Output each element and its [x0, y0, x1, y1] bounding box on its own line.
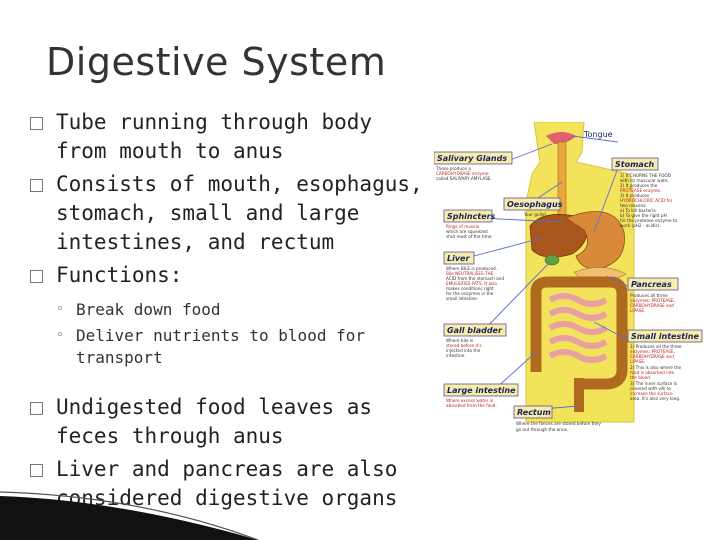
oesophagus-note-line: Your gullet.: [523, 212, 547, 217]
rectum-label: Rectum: [517, 408, 551, 417]
bullet-line: Deliver nutrients to blood for: [76, 326, 365, 345]
rectum-note-line: go out through the anus.: [516, 427, 568, 432]
decorative-swoosh: [0, 491, 259, 540]
bullet-line: feces through anus: [56, 424, 284, 448]
gall-bladder-label: Gall bladder: [447, 326, 503, 335]
stomach-note-line: 3) It produces: [620, 193, 649, 198]
bullet-item: Tube running through body from mouth to …: [30, 108, 440, 166]
hollow-square-icon: [30, 270, 43, 283]
hollow-square-icon: [30, 402, 43, 415]
salivary-note-line: CARBOHYDRASE enzyme: [436, 171, 489, 176]
salivary-glands-label: Salivary Glands: [437, 154, 507, 163]
small-note-line: food is absorbed into: [630, 370, 675, 375]
hollow-square-icon: [30, 464, 43, 477]
small-note-line: covered with villi to: [630, 386, 671, 391]
small-note-line: 1) Produces all the three: [630, 344, 682, 349]
liver-note-line: ACID from the stomach and: [446, 276, 504, 281]
gall-note-line: injected into the: [446, 348, 481, 353]
bullet-item: Undigested food leaves as feces through …: [30, 393, 440, 451]
bullet-list: Tube running through body from mouth to …: [30, 108, 440, 513]
bullet-item: Functions:: [30, 261, 440, 290]
stomach-note-line: work (pH2 - acidic).: [620, 223, 661, 228]
small-intestine-label: Small intestine: [631, 332, 699, 341]
large-intestine-shape: [530, 276, 628, 390]
pancreas-note-line: LIPASE.: [630, 308, 645, 313]
bullet-line: intestines, and rectum: [56, 230, 335, 254]
bullet-line: Consists of mouth, esophagus,: [56, 172, 423, 196]
tongue-label: Tongue: [583, 130, 613, 139]
gall-note-line: stored before it's: [446, 343, 482, 348]
stomach-note-line: 2) It produces the: [620, 183, 658, 188]
small-note-line: the blood.: [630, 375, 651, 380]
pancreas-note-line: enzymes: PROTEASE,: [630, 298, 675, 303]
stomach-note-line: with its muscular walls.: [620, 178, 669, 183]
stomach-note-line: 1) It CHURNS THE FOOD: [620, 173, 671, 178]
small-intestine-shape: [548, 293, 608, 363]
bullet-line: from mouth to anus: [56, 139, 284, 163]
bullet-line: Undigested food leaves as: [56, 395, 373, 419]
salivary-note-line: These produce a: [435, 166, 471, 171]
liver-note-line: Bile NEUTRALISES THE: [446, 271, 494, 276]
sub-bullet-item: ◦ Break down food: [30, 299, 440, 321]
pancreas-note-line: Produces all three: [630, 293, 668, 298]
rectum-shape: [574, 378, 584, 412]
small-note-line: area. It's also very long.: [630, 396, 680, 401]
liver-note-line: for the enzymes in the: [446, 291, 494, 296]
liver-note-line: makes conditions right: [446, 286, 494, 291]
bullet-item: Consists of mouth, esophagus, stomach, s…: [30, 170, 440, 257]
bullet-line: Break down food: [76, 300, 221, 319]
sphincters-note-line: shut most of the time.: [446, 234, 493, 239]
small-note-line: CARBOHYDRASE and: [630, 354, 674, 359]
gall-note-line: intestine.: [446, 353, 466, 358]
small-note-line: 2) This is also where the: [630, 365, 681, 370]
tongue-shape: [546, 132, 576, 144]
sub-bullet-item: ◦ Deliver nutrients to blood for transpo…: [30, 325, 440, 369]
oesophagus-label: Oesophagus: [507, 200, 563, 209]
small-note-line: increase the surface: [630, 391, 673, 396]
large-intestine-label: Large intestine: [447, 386, 516, 395]
liver-note-line: Where BILE is produced.: [446, 266, 497, 271]
hollow-circle-icon: ◦: [56, 302, 64, 317]
rectum-note-line: Where the faeces are stored before they: [516, 421, 601, 426]
bullet-line: stomach, small and large: [56, 201, 360, 225]
small-note-line: enzymes: PROTEASE,: [630, 349, 675, 354]
hollow-circle-icon: ◦: [56, 328, 64, 343]
salivary-note-line: called SALIVARY AMYLASE.: [436, 176, 492, 181]
large-note-line: Where excess water is: [446, 398, 493, 403]
gall-bladder-shape: [544, 254, 560, 266]
bullet-line: considered digestive organs: [56, 486, 398, 510]
bullet-line: Liver and pancreas are also: [56, 457, 398, 481]
bullet-line: transport: [76, 348, 163, 367]
sphincters-note-line: which are squeezed: [446, 229, 488, 234]
stomach-note-line: two reasons:: [620, 203, 647, 208]
small-note-line: LIPASE.: [630, 359, 645, 364]
digestive-system-diagram: Tongue Salivary Glands These produce a C…: [434, 122, 703, 432]
sphincters-note-line: Rings of muscle: [446, 224, 480, 229]
stomach-label: Stomach: [615, 160, 655, 169]
stomach-note-line: b) To give the right pH: [620, 213, 667, 218]
small-note-line: 3) The inner surface is: [630, 381, 677, 386]
liver-note-line: EMULSIFIES FATS. It also: [446, 281, 497, 286]
large-note-line: absorbed from the food.: [446, 403, 497, 408]
sphincters-label: Sphincters: [447, 212, 496, 221]
gall-note-line: Where bile is: [446, 338, 473, 343]
stomach-note-line: for the protease enzyme to: [620, 218, 678, 223]
stomach-note-line: PROTEASE enzyme.: [620, 188, 661, 193]
liver-label: Liver: [447, 254, 470, 263]
stomach-note-line: a) To kill bacteria: [620, 208, 656, 213]
pancreas-label: Pancreas: [631, 280, 672, 289]
stomach-note-line: HYDROCHLORIC ACID for: [620, 198, 673, 203]
liver-shape: [529, 214, 588, 258]
bullet-item: Liver and pancreas are also considered d…: [30, 455, 440, 513]
hollow-square-icon: [30, 117, 43, 130]
pancreas-note-line: CARBOHYDRASE and: [630, 303, 674, 308]
hollow-square-icon: [30, 179, 43, 192]
bullet-line: Functions:: [56, 263, 183, 287]
liver-note-line: small intestine.: [446, 296, 478, 301]
bullet-line: Tube running through body: [56, 110, 373, 134]
slide-title: Digestive System: [46, 40, 387, 84]
